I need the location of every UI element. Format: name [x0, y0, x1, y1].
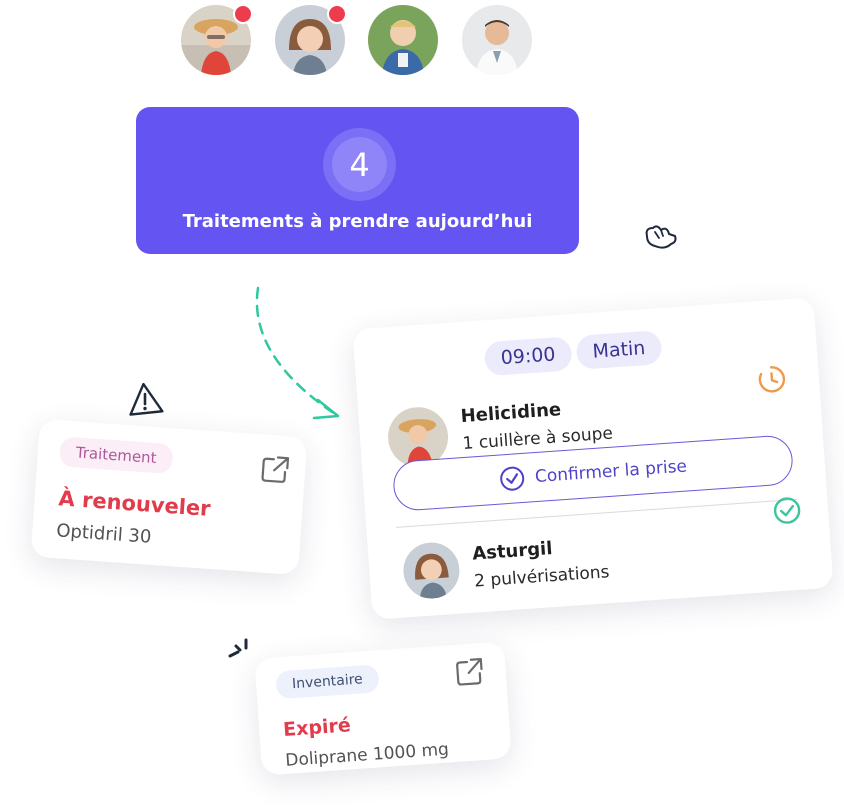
- sparkle-lines-icon: [228, 638, 248, 658]
- medication-name: Asturgil: [471, 538, 554, 565]
- inventory-medication: Doliprane 1000 mg: [284, 739, 450, 771]
- warning-triangle-icon: [129, 382, 164, 416]
- schedule-period: Matin: [575, 330, 663, 370]
- external-link-icon[interactable]: [258, 452, 292, 486]
- profile-avatar-4[interactable]: [462, 5, 532, 75]
- treatment-tag: Traitement: [58, 436, 174, 475]
- count-badge-ring: 4: [323, 128, 396, 201]
- renewal-status: À renouveler: [57, 486, 212, 521]
- inventory-status: Expiré: [282, 714, 352, 741]
- patient-avatar: [401, 540, 462, 601]
- inventory-alert-card[interactable]: Inventaire Expiré Doliprane 1000 mg: [254, 641, 512, 776]
- clock-pending-icon: [758, 366, 786, 393]
- notification-dot: [327, 4, 347, 24]
- treatments-summary-label: Traitements à prendre aujourd’hui: [182, 211, 533, 232]
- profile-avatar-3[interactable]: [368, 5, 438, 75]
- renewal-alert-card[interactable]: Traitement À renouveler Optidril 30: [30, 418, 308, 576]
- inventory-tag: Inventaire: [275, 664, 380, 700]
- renewal-medication: Optidril 30: [55, 520, 152, 548]
- dashed-arrow-icon: [255, 286, 340, 420]
- schedule-time: 09:00: [483, 336, 573, 377]
- treatments-count: 4: [332, 137, 387, 192]
- check-circle-icon: [500, 466, 525, 491]
- notification-dot: [233, 4, 253, 24]
- confirm-dose-button[interactable]: Confirmer la prise: [391, 434, 795, 512]
- treatments-summary-card[interactable]: 4 Traitements à prendre aujourd’hui: [136, 107, 579, 254]
- confirm-dose-label: Confirmer la prise: [534, 456, 688, 488]
- medication-dose: 2 pulvérisations: [473, 562, 611, 592]
- hand-doodle-icon: [645, 225, 677, 249]
- medication-name: Helicidine: [460, 399, 562, 428]
- medication-schedule-card: 09:00 Matin Helicidine 1 cuillère à soup…: [352, 297, 834, 620]
- external-link-icon[interactable]: [453, 655, 487, 689]
- check-circle-icon: [773, 497, 801, 524]
